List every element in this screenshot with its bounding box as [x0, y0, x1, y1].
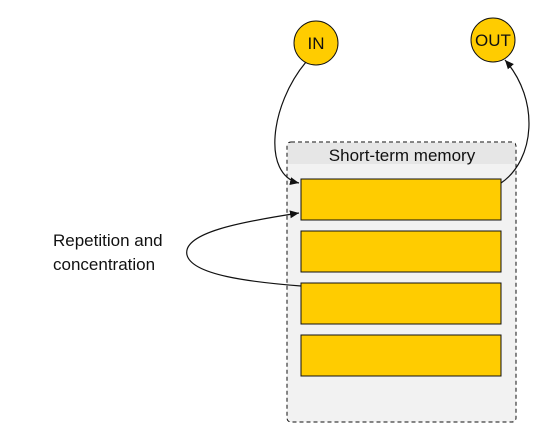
loop-label-line-2: concentration [53, 255, 155, 274]
rehearsal-loop-arrow [186, 210, 302, 287]
loop-label-line-1: Repetition and [53, 231, 163, 250]
output-node: OUT [470, 17, 516, 63]
input-node: IN [293, 20, 339, 66]
input-arrow [274, 61, 307, 185]
output-node-label: OUT [475, 31, 511, 50]
input-node-circle [293, 20, 339, 66]
memory-slot-2 [300, 230, 502, 273]
memory-slot-4 [300, 334, 502, 377]
input-node-label: IN [308, 34, 325, 53]
output-node-circle [470, 17, 516, 63]
memory-box-title: Short-term memory [329, 146, 476, 165]
memory-box-header [288, 143, 515, 164]
output-arrow [500, 59, 530, 184]
memory-slot-3 [300, 282, 502, 325]
memory-slot-1 [300, 178, 502, 221]
